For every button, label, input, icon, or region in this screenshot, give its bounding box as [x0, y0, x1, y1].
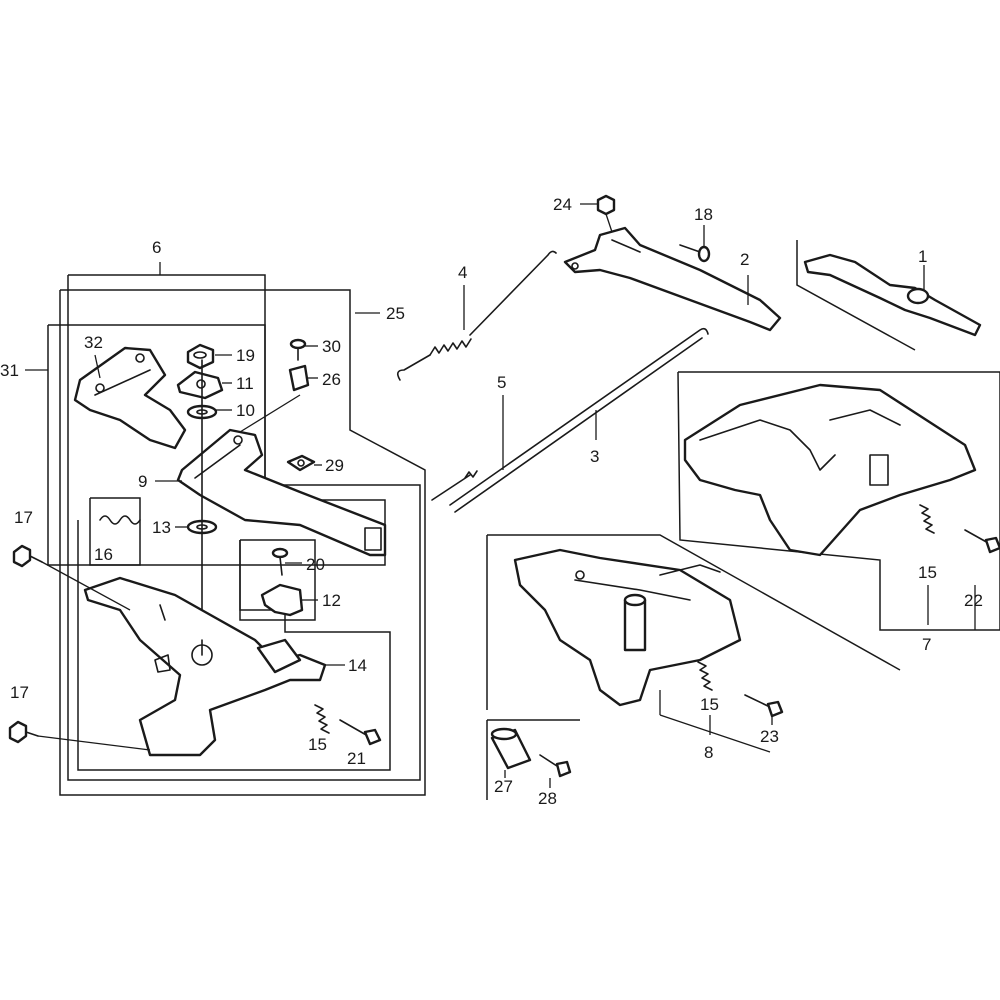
label-8: 8 [704, 743, 713, 762]
label-28: 28 [538, 789, 557, 808]
bracket-32-drawing [73, 346, 187, 450]
clip-29-drawing [286, 454, 316, 472]
arm-1-drawing [803, 253, 982, 337]
label-17b: 17 [10, 683, 29, 702]
frame-group-25 [59, 289, 426, 796]
label-2: 2 [740, 250, 749, 269]
label-5: 5 [497, 373, 506, 392]
bolt-22-drawing [964, 529, 1000, 554]
label-7: 7 [922, 635, 931, 654]
bolt-28-drawing [539, 754, 572, 778]
label-29: 29 [325, 456, 344, 475]
label-10: 10 [236, 401, 255, 420]
label-27: 27 [494, 777, 513, 796]
bolt-23-drawing [744, 694, 784, 718]
label-6: 6 [152, 238, 161, 257]
callout-labels: 6 25 31 32 19 11 10 30 26 29 9 13 17 16 … [0, 195, 983, 808]
bolt-18-drawing [679, 244, 711, 263]
label-21: 21 [347, 749, 366, 768]
screw-30-drawing [289, 338, 307, 361]
label-23: 23 [760, 727, 779, 746]
part-drawings [8, 194, 1000, 778]
frame-group-6 [67, 274, 421, 781]
label-22: 22 [964, 591, 983, 610]
base-plate-14-drawing [83, 576, 327, 757]
label-15b: 15 [700, 695, 719, 714]
label-20: 20 [306, 555, 325, 574]
label-12: 12 [322, 591, 341, 610]
plate-11-drawing [176, 370, 224, 400]
mechanism-8-drawing [513, 548, 742, 707]
label-15c: 15 [918, 563, 937, 582]
frame-group-16 [89, 497, 141, 566]
label-19: 19 [236, 346, 255, 365]
arm-2-drawing [563, 226, 782, 332]
label-16: 16 [94, 545, 113, 564]
label-31: 31 [0, 361, 19, 380]
frame-group-7 [677, 371, 1000, 631]
leader-lines [25, 203, 976, 788]
label-30: 30 [322, 337, 341, 356]
frame-group-12 [239, 539, 316, 621]
bolt-17b-drawing [8, 720, 39, 744]
nut-24-drawing [596, 194, 616, 216]
label-17a: 17 [14, 508, 33, 527]
clamp-12-drawing [260, 583, 304, 617]
frame-group-8 [487, 534, 901, 671]
group-frames [47, 240, 1000, 800]
label-26: 26 [322, 370, 341, 389]
collar-26-drawing [288, 364, 310, 392]
label-24: 24 [553, 195, 572, 214]
cover-7-drawing [683, 383, 977, 557]
label-3: 3 [590, 447, 599, 466]
label-32: 32 [84, 333, 103, 352]
spring-15a-drawing [314, 704, 330, 734]
label-9: 9 [138, 472, 147, 491]
label-18: 18 [694, 205, 713, 224]
label-14: 14 [348, 656, 367, 675]
label-11: 11 [236, 374, 254, 393]
rod-4-drawing [396, 250, 557, 381]
label-13: 13 [152, 518, 171, 537]
rod-3-drawing [449, 327, 709, 513]
rod-5-drawing [431, 470, 478, 501]
label-1: 1 [918, 247, 927, 266]
frame-group-1 [796, 240, 916, 351]
bolt-17a-drawing [12, 544, 43, 568]
bolt-21-drawing [339, 719, 382, 746]
spring-15b-drawing [697, 661, 713, 691]
spring-15c-drawing [919, 504, 935, 534]
frame-group-14 [77, 520, 391, 771]
spring-16-drawing [99, 515, 141, 525]
bushing-27-drawing [490, 727, 532, 770]
nut-19-drawing [186, 343, 215, 370]
label-15a: 15 [308, 735, 327, 754]
label-25: 25 [386, 304, 405, 323]
lever-9-drawing [176, 428, 387, 557]
label-4: 4 [458, 263, 467, 282]
screw-20-drawing [271, 547, 289, 576]
